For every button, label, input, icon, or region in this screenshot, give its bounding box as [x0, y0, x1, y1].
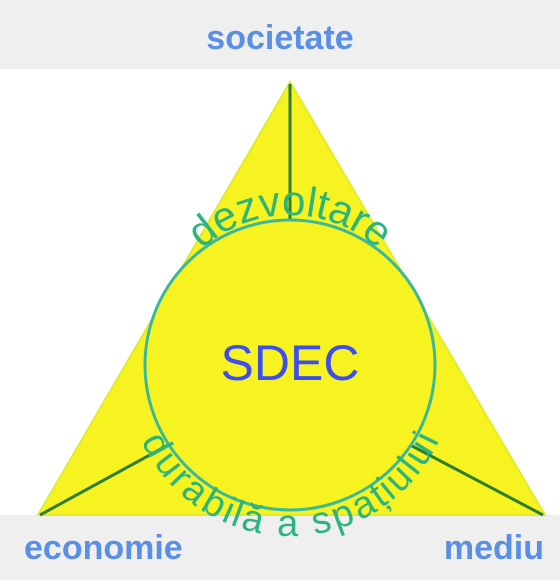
divider-bottom-right	[411, 444, 544, 517]
divider-bottom-left	[39, 443, 169, 517]
label-mediu: mediu	[443, 529, 544, 567]
top-band	[0, 0, 560, 69]
emblem-center-text: SDEC	[221, 335, 360, 391]
label-societate: societate	[206, 19, 354, 57]
emblem-circle	[143, 218, 437, 512]
bottom-band	[0, 515, 560, 580]
label-economie: economie	[24, 529, 183, 567]
